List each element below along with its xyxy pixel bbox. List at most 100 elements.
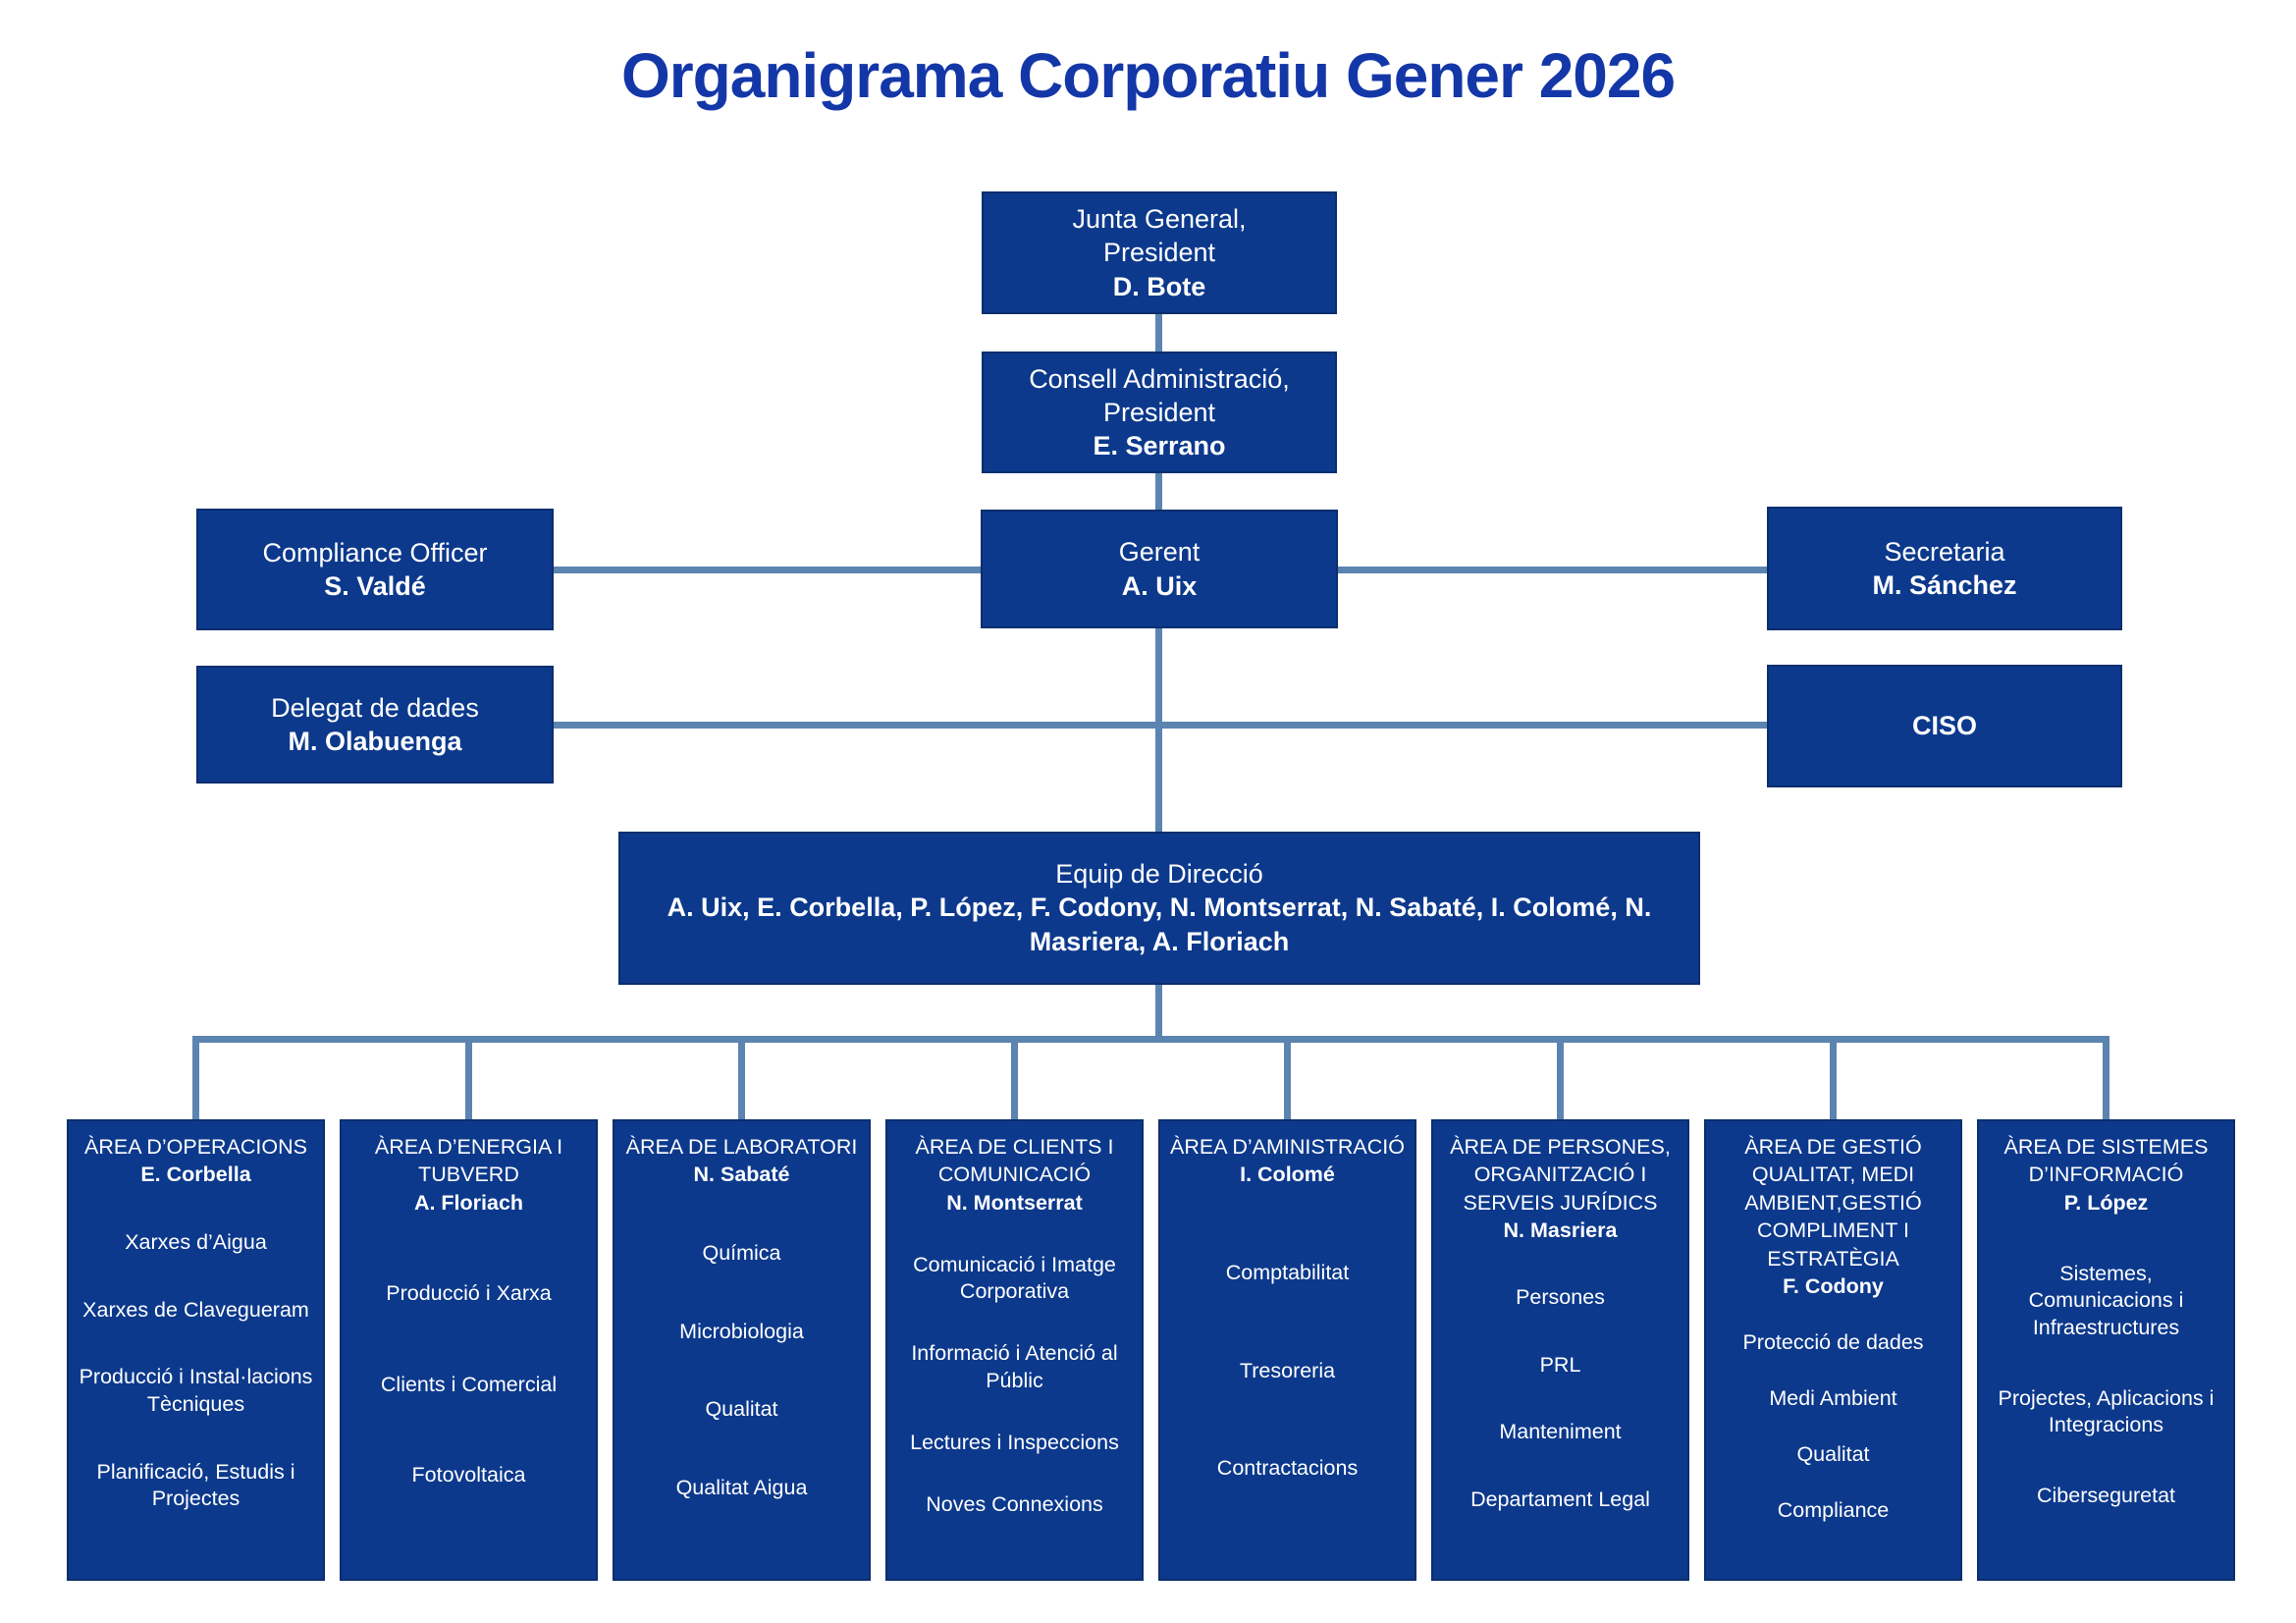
area-sub-item: Departament Legal [1470,1487,1650,1511]
node-member-names: A. Uix, E. Corbella, P. López, F. Codony… [667,892,1652,956]
connector-drop-area-2 [465,1036,472,1119]
area-header: ÀREA DE GESTIÓ QUALITAT, MEDI AMBIENT,GE… [1744,1135,1922,1271]
area-box-persones-organitzacio: ÀREA DE PERSONES, ORGANITZACIÓ I SERVEIS… [1431,1119,1689,1581]
area-sub-item: Tresoreria [1239,1358,1336,1382]
node-title: Junta General, [1072,204,1247,235]
area-sub-item: Química [702,1240,781,1265]
connector-drop-area-6 [1557,1036,1564,1119]
page-title: Organigrama Corporatiu Gener 2026 [620,40,1676,111]
area-box-administracio: ÀREA D’AMINISTRACIÓ I. Colomé Comptabili… [1158,1119,1416,1581]
area-sub-item: Producció i Instal·lacions Tècniques [79,1365,313,1416]
area-header: ÀREA D’ENERGIA I TUBVERD [374,1135,563,1187]
area-sub-item: Manteniment [1499,1420,1622,1444]
area-box-clients-comunicacio: ÀREA DE CLIENTS I COMUNICACIÓ N. Montser… [885,1119,1144,1581]
connector-drop-area-3 [738,1036,745,1119]
area-sub-item: Protecció de dades [1742,1329,1924,1354]
node-person-name: D. Bote [1112,271,1206,301]
area-manager: N. Sabaté [693,1163,790,1187]
connector-delegat-ciso [550,722,1771,729]
org-node-gerent: Gerent A. Uix [981,510,1338,628]
area-sub-item: Ciberseguretat [2036,1484,2176,1508]
node-title: Delegat de dades [271,692,479,723]
org-node-consell-administracio: Consell Administració, President E. Serr… [982,352,1337,473]
area-manager: N. Masriera [1503,1218,1618,1243]
area-manager: I. Colomé [1240,1163,1335,1187]
area-sub-item: Medi Ambient [1769,1385,1897,1410]
area-sub-item: Compliance [1777,1497,1890,1522]
area-box-operacions: ÀREA D’OPERACIONS E. Corbella Xarxes d’A… [67,1119,325,1581]
area-sub-item: Projectes, Aplicacions i Integracions [1998,1385,2215,1437]
node-person-name: A. Uix [1121,570,1198,601]
connector-drop-area-1 [192,1036,199,1119]
area-sub-item: Qualitat [1796,1441,1870,1466]
area-sub-item: Qualitat [705,1397,778,1422]
area-manager: F. Codony [1783,1273,1884,1298]
area-sub-item: Microbiologia [679,1319,804,1343]
area-sub-item: Planificació, Estudis i Projectes [96,1459,295,1511]
org-node-junta-general: Junta General, President D. Bote [982,191,1337,314]
connector-junta-consell [1155,312,1162,355]
node-title: Gerent [1118,537,1201,568]
node-title: Consell Administració, [1029,363,1290,394]
connector-consell-gerent [1155,471,1162,513]
area-sub-item: Producció i Xarxa [386,1281,552,1306]
connector-drop-area-5 [1284,1036,1291,1119]
area-sub-item: Comunicació i Imatge Corporativa [913,1252,1116,1304]
area-sub-item: Xarxes d’Aigua [125,1229,267,1254]
area-sub-item: Xarxes de Clavegueram [82,1297,309,1322]
connector-drop-area-4 [1011,1036,1018,1119]
area-sub-item: Sistemes, Comunicacions i Infraestructur… [2028,1261,2184,1339]
area-header: ÀREA DE CLIENTS I COMUNICACIÓ [915,1135,1114,1187]
node-subtitle: President [1102,397,1216,427]
area-sub-item: Comptabilitat [1225,1260,1350,1284]
connector-drop-area-8 [2103,1036,2109,1119]
area-header: ÀREA DE PERSONES, ORGANITZACIÓ I SERVEIS… [1450,1135,1671,1215]
area-box-sistemes-informacio: ÀREA DE SISTEMES D’INFORMACIÓ P. López S… [1977,1119,2235,1581]
area-manager: E. Corbella [140,1163,251,1187]
area-sub-item: Informació i Atenció al Públic [911,1341,1118,1392]
node-person-name: S. Valdé [324,571,426,601]
org-node-ciso: CISO [1767,665,2122,787]
area-sub-items: Sistemes, Comunicacions i Infraestructur… [1989,1217,2223,1553]
area-header: ÀREA D’AMINISTRACIÓ [1170,1135,1405,1159]
area-sub-item: Lectures i Inspeccions [910,1430,1119,1454]
org-node-delegat-de-dades: Delegat de dades M. Olabuenga [196,666,554,784]
connector-distribution-bar [192,1036,2109,1043]
area-header: ÀREA DE LABORATORI [625,1135,858,1159]
node-title: Equip de Direcció [1055,858,1263,889]
org-node-secretaria: Secretaria M. Sánchez [1767,507,2122,630]
connector-gerent-equip [1155,626,1162,835]
area-sub-item: Noves Connexions [926,1491,1103,1516]
area-header: ÀREA D’OPERACIONS [84,1135,307,1159]
area-sub-item: Persones [1516,1285,1605,1310]
area-header: ÀREA DE SISTEMES D’INFORMACIÓ [2003,1135,2209,1187]
connector-equip-distribution [1155,982,1162,1039]
area-manager: A. Floriach [413,1190,524,1215]
org-node-compliance-officer: Compliance Officer S. Valdé [196,509,554,630]
area-sub-item: Qualitat Aigua [675,1476,808,1500]
connector-drop-area-7 [1830,1036,1837,1119]
node-title: CISO [1911,711,1977,741]
area-manager: N. Montserrat [946,1190,1083,1215]
node-person-name: M. Sánchez [1872,570,2017,600]
node-person-name: E. Serrano [1093,431,1226,460]
area-box-gestio-qualitat: ÀREA DE GESTIÓ QUALITAT, MEDI AMBIENT,GE… [1704,1119,1962,1581]
node-subtitle: President [1102,238,1216,268]
node-title: Compliance Officer [262,537,488,568]
node-title: Secretaria [1884,536,2005,567]
org-node-equip-de-direccio: Equip de Direcció A. Uix, E. Corbella, P… [618,832,1700,985]
area-sub-item: Contractacions [1216,1456,1359,1481]
area-box-energia-tubverd: ÀREA D’ENERGIA I TUBVERD A. Floriach Pro… [340,1119,598,1581]
area-sub-item: PRL [1539,1352,1581,1377]
area-sub-item: Fotovoltaica [411,1463,526,1488]
area-sub-item: Clients i Comercial [380,1372,558,1396]
